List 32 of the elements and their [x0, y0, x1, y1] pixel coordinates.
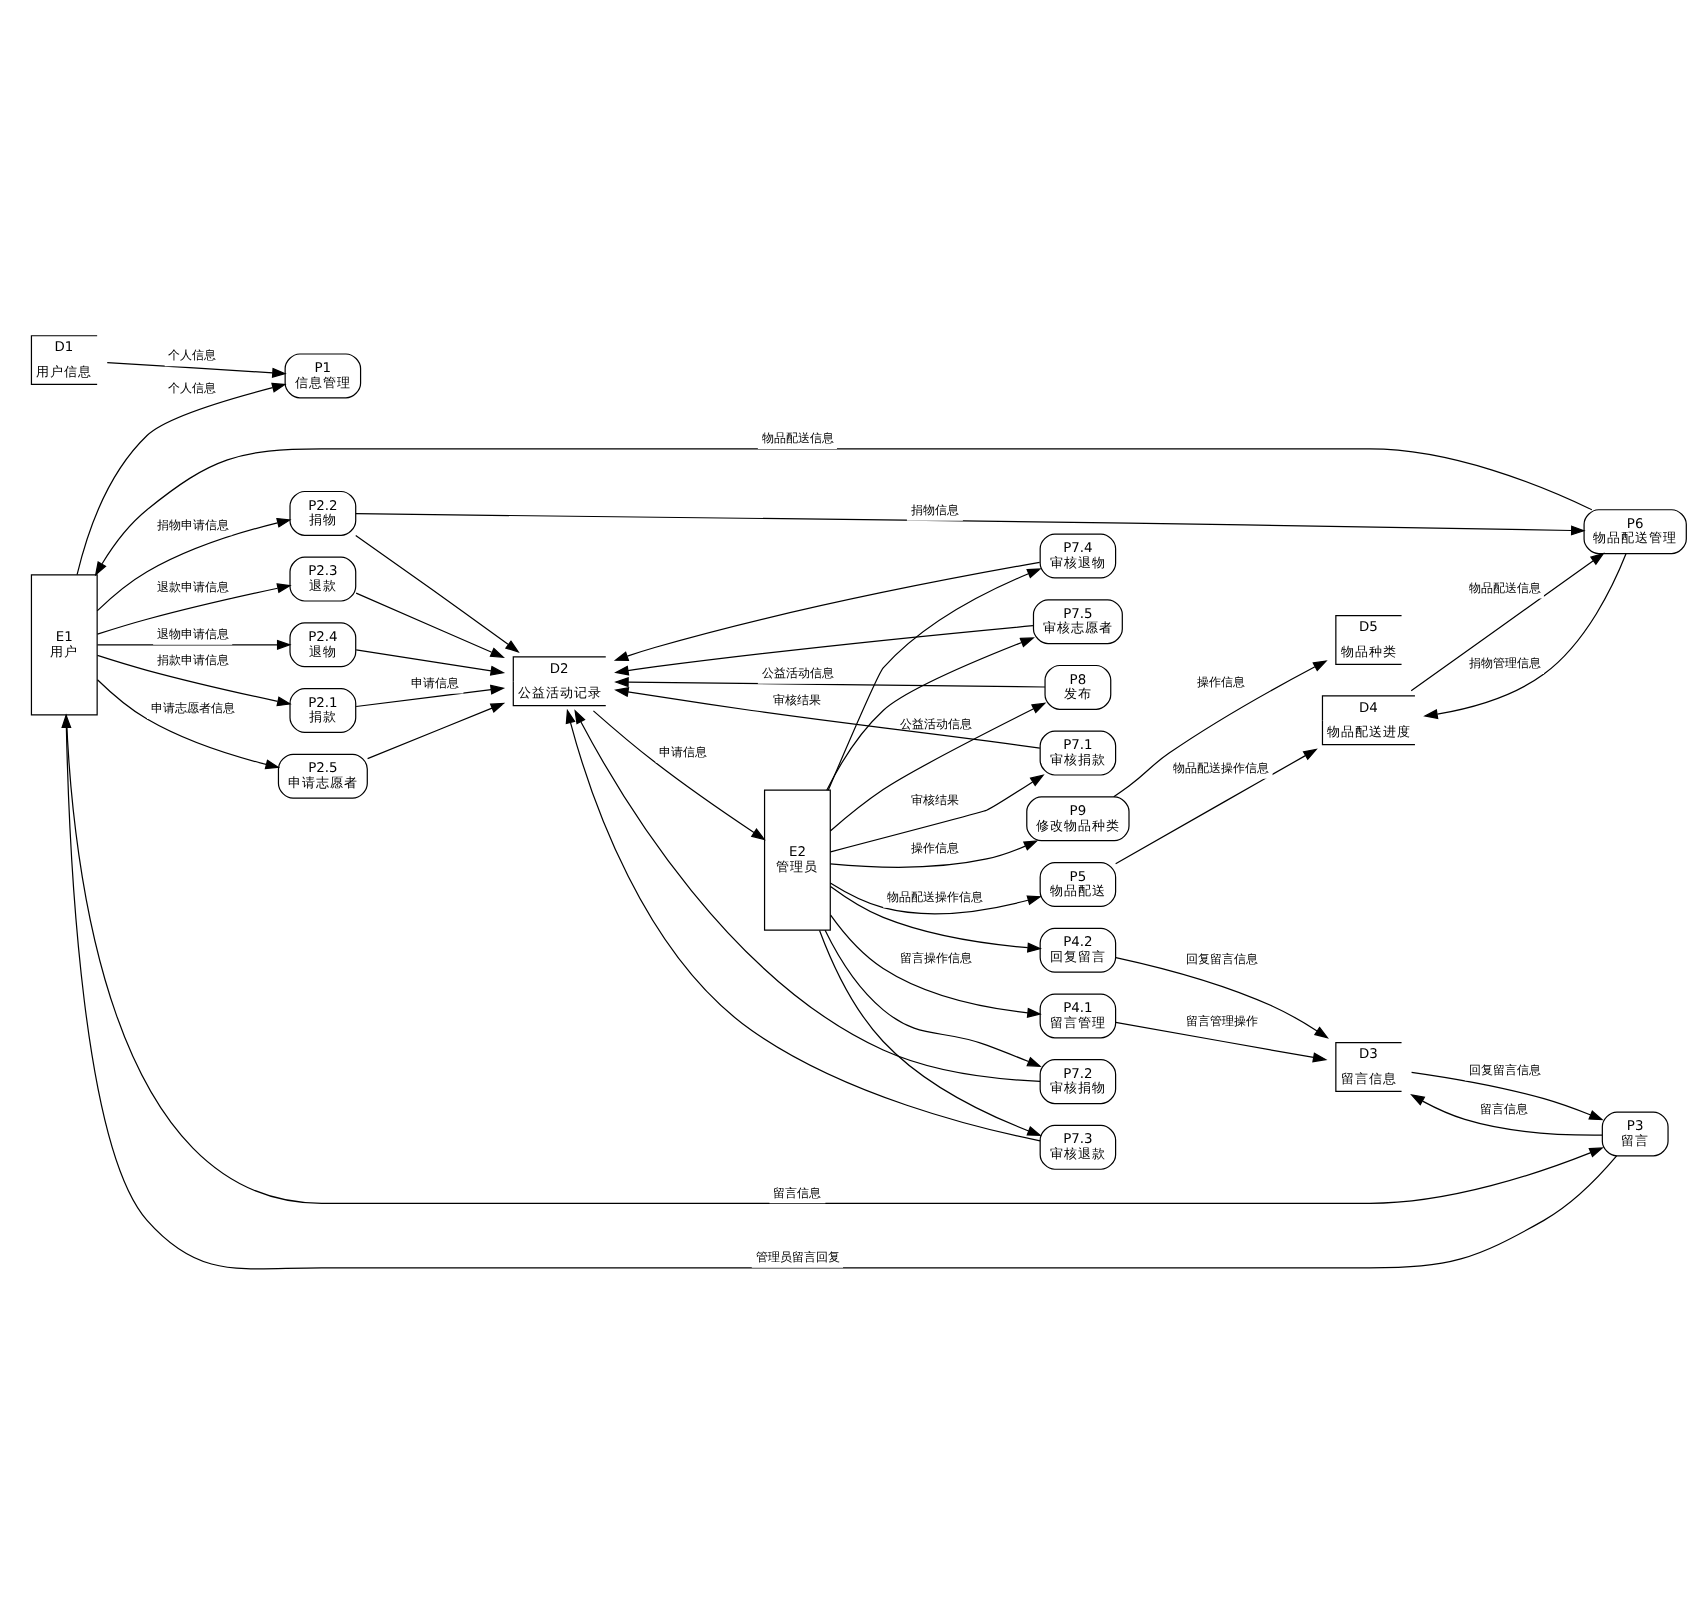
- arrow: [818, 929, 1042, 1136]
- arrow: [355, 534, 520, 653]
- arrow: [1410, 552, 1605, 692]
- arrow: [355, 592, 505, 659]
- arrow: [355, 684, 506, 708]
- arrow: [76, 382, 287, 576]
- arrow: [96, 517, 292, 612]
- arrow: [1115, 748, 1318, 865]
- arrow: [830, 914, 1042, 1018]
- arrow: [96, 654, 292, 707]
- arrow: [830, 774, 1045, 853]
- arrow: [355, 649, 506, 676]
- arrow: [574, 709, 1041, 1082]
- arrow: [94, 448, 1593, 577]
- arrow: [592, 710, 766, 841]
- arrow: [1115, 1021, 1328, 1063]
- arrow: [614, 677, 1046, 688]
- arrow: [355, 513, 1586, 536]
- arrow: [1113, 660, 1328, 798]
- arrow: [1423, 553, 1627, 720]
- arrow: [96, 679, 281, 770]
- arrow: [614, 625, 1034, 676]
- arrow: [565, 708, 1041, 1142]
- arrow: [829, 702, 1047, 832]
- arrow: [96, 583, 292, 635]
- arrow: [613, 561, 1041, 661]
- arrow: [826, 637, 1035, 791]
- arrow: [1115, 956, 1329, 1039]
- arrow: [827, 568, 1042, 791]
- arrow: [106, 362, 287, 378]
- arrow: [824, 929, 1042, 1067]
- arrow: [366, 702, 506, 760]
